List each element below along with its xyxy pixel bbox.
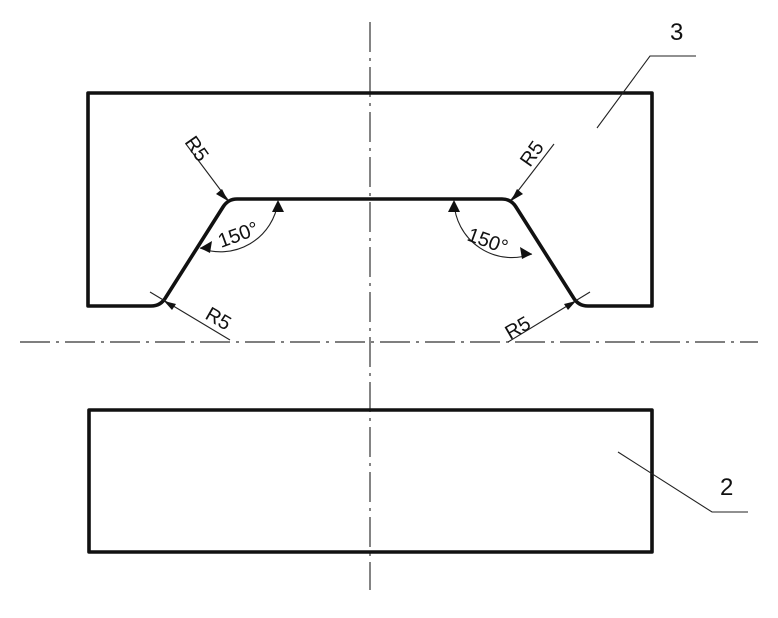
callout-leader-2 — [617, 451, 748, 513]
r5-label-bottom-left: R5 — [202, 303, 235, 335]
r5-arrow-bottom-right — [564, 301, 576, 310]
callout-leader-3 — [596, 55, 696, 129]
angle-arrow-left-top — [272, 200, 284, 212]
angle-arrow-left-bottom — [200, 241, 212, 253]
r5-label-top-right: R5 — [516, 137, 549, 171]
angle-arrow-right-top — [448, 200, 460, 212]
angle-label-right: 150° — [464, 224, 510, 259]
angle-arrow-right-bottom — [520, 247, 532, 259]
lower-die-outline — [87, 408, 654, 554]
r5-arrow-top-left — [216, 189, 228, 201]
r5-label-top-left: R5 — [180, 132, 213, 166]
r5-arrow-bottom-left — [164, 301, 176, 310]
angle-arc-right — [453, 201, 533, 259]
upper-die-outline — [86, 91, 654, 308]
r5-leader-bottom-left — [149, 291, 231, 341]
callout-label-2: 2 — [720, 474, 733, 501]
angle-arc-left — [199, 201, 279, 253]
callout-label-3: 3 — [670, 19, 683, 46]
angle-label-left: 150° — [215, 218, 261, 253]
r5-label-bottom-right: R5 — [502, 312, 535, 344]
r5-leader-bottom-right — [507, 291, 591, 343]
r5-arrow-top-right — [511, 189, 523, 201]
